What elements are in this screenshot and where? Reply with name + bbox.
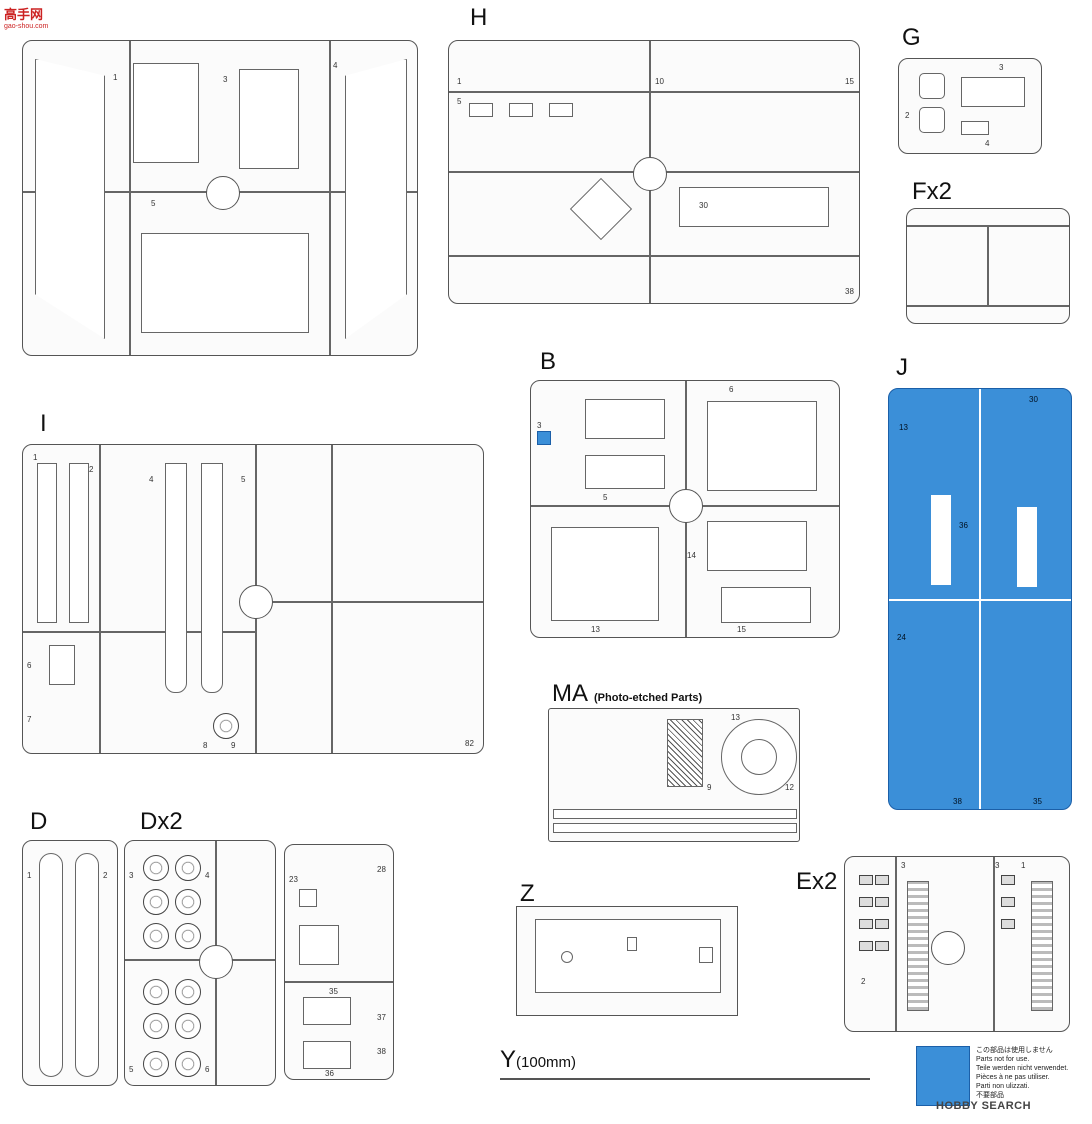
- sprue-fx2-frame: [906, 208, 1070, 324]
- sprue-y-label: Y(100mm): [500, 1046, 577, 1073]
- sprue-dx2-label: Dx2: [140, 808, 183, 835]
- sprue-y-rod: [500, 1078, 870, 1080]
- sprue-g-frame: 3 2 4: [898, 58, 1042, 154]
- sprue-i-frame: 1 2 4 5 6 7 8 9 82: [22, 444, 484, 754]
- sprue-ma-label: MA(Photo-etched Parts): [552, 680, 703, 707]
- sprue-d-label: D: [30, 808, 48, 835]
- site-logo: 高手网 gao-shou.com: [4, 7, 49, 30]
- sprue-d-frame: 1 2: [22, 840, 118, 1086]
- sprue-i-label: I: [40, 410, 47, 437]
- sprue-h-frame: 1 10 15 5 30 38: [448, 40, 860, 304]
- sprue-ex2-label: Ex2: [796, 868, 838, 895]
- sprue-h-label: H: [470, 4, 488, 31]
- sprue-ex2-frame: 3 3 1 2: [844, 856, 1070, 1032]
- sprue-b-label: B: [540, 348, 557, 375]
- not-used-color-swatch: [916, 1046, 970, 1106]
- hobby-search-logo: HOBBY SEARCH: [936, 1100, 1032, 1112]
- sprue-j-label: J: [896, 354, 908, 381]
- sprue-z-frame: [516, 906, 738, 1016]
- not-used-legend: この部品は使用しません Parts not for use. Teile wer…: [976, 1047, 1069, 1099]
- sprue-ma-frame: 13 12 9: [548, 708, 800, 842]
- sprue-z-label: Z: [520, 880, 535, 907]
- sprue-fx2-label: Fx2: [912, 178, 953, 205]
- sprue-j-frame: 13 30 36 24 38 35: [888, 388, 1072, 810]
- sprue-g-label: G: [902, 24, 921, 51]
- sprue-b-frame: 3 6 5 14 13 15: [530, 380, 840, 638]
- sprue-dx2-frame: 3 4 5 6: [124, 840, 276, 1086]
- sprue-d-extra-frame: 23 28 35 37 38 36: [284, 844, 394, 1080]
- sprue-a-frame: 1 3 4 5: [22, 40, 418, 356]
